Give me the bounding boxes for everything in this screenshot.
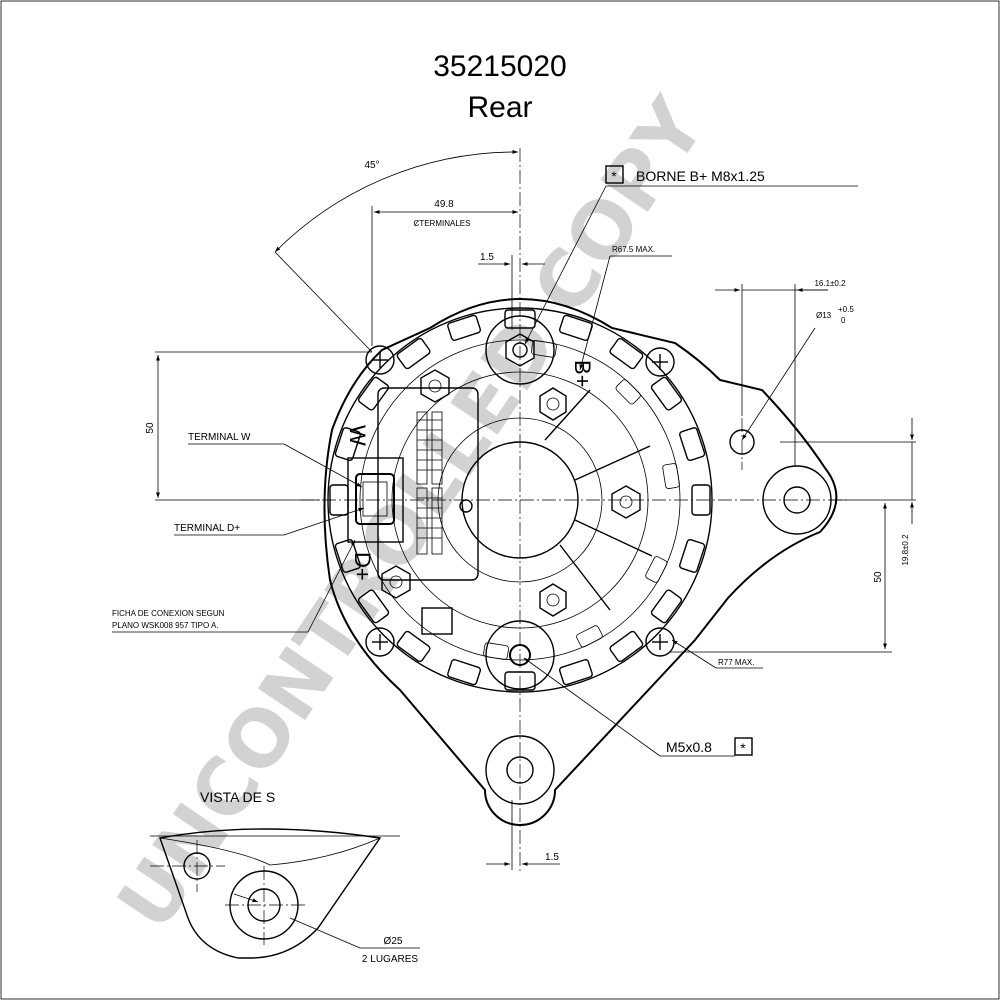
mounting-screw-top-right (645, 347, 675, 377)
heat-sink-fins (416, 411, 443, 555)
fan-ring (391, 371, 649, 629)
vent-slots (329, 309, 711, 691)
hole-dia-value: Ø13 (816, 311, 832, 320)
connector-housing (347, 457, 404, 543)
housing-outline (323, 298, 838, 826)
mounting-screw-top-left (365, 345, 395, 375)
terminal-d-label: TERMINAL D+ (174, 523, 240, 534)
terminal-w-leader (283, 443, 363, 488)
hole-dia-leader (741, 327, 816, 441)
mounting-lug-bottom (485, 735, 555, 805)
view-title: Rear (467, 91, 532, 124)
ficha-line1: FICHA DE CONEXION SEGUN (112, 609, 225, 618)
b-plus-marking: B+ (570, 360, 595, 388)
height-right-value: 50 (873, 571, 884, 583)
view-s-label: VISTA DE S (200, 789, 275, 805)
b-plus-nut (505, 333, 535, 367)
inner-ring (359, 339, 681, 661)
b-plus-terminal (485, 315, 555, 385)
d-plus-marking: D+ (350, 552, 375, 581)
regulator-block (377, 387, 479, 581)
hex-nut-lower (381, 565, 411, 599)
angle-dimension-arc (274, 150, 519, 253)
view-s-detail (150, 828, 420, 959)
offset-top-value: 1.5 (480, 252, 494, 263)
angle-leader (274, 251, 373, 353)
lug-count-value: 2 LUGARES (362, 954, 418, 965)
height-left-value: 50 (145, 422, 156, 434)
offset-bottom-value: 1.5 (545, 852, 559, 863)
fan-spokes (544, 389, 653, 611)
angle-value: 45° (364, 160, 379, 171)
small-hole (459, 499, 473, 513)
radius-bottom-value: R77 MAX. (718, 658, 754, 667)
bearing-hub (461, 441, 579, 559)
borne-critical-mark: * (611, 168, 617, 184)
offset-right-value: 16.1±0.2 (814, 279, 846, 288)
hex-nut-right (611, 485, 641, 519)
borne-critical-box (605, 165, 624, 184)
terminal-w-label: TERMINAL W (188, 432, 251, 443)
m5-terminal-boss (485, 620, 555, 690)
connector-plug (355, 473, 395, 525)
part-number: 35215020 (433, 50, 566, 83)
connector-pins (362, 481, 388, 517)
m5-critical-box (734, 737, 753, 756)
ficha-leader (307, 539, 356, 633)
hex-nut-upper (420, 369, 450, 403)
m5-critical-mark: * (740, 740, 746, 756)
m5-label: M5x0.8 (666, 739, 712, 755)
housing-ring (327, 307, 713, 693)
borne-label: BORNE B+ M8x1.25 (636, 168, 765, 184)
w-marking: W (345, 425, 370, 446)
m5-leader (523, 657, 661, 757)
hex-nut-lower-right (539, 583, 567, 617)
mounting-screw-bottom-left (365, 627, 395, 657)
terminal-d-leader (283, 507, 365, 536)
lug-dia-value: Ø25 (384, 936, 403, 947)
ficha-line2: PLANO WSK008 957 TIPO A. (112, 621, 219, 630)
radius-top-leader (579, 255, 611, 371)
hole-tol-lower: 0 (841, 316, 846, 325)
hub-ring (437, 417, 603, 583)
radius-top-value: R67.5 MAX. (612, 245, 655, 254)
hex-nut-b-plus (539, 387, 567, 421)
b-plus-stud (512, 342, 528, 358)
width-terminals-value: 49.8 (434, 199, 454, 210)
hole-tol-upper: +0.5 (838, 305, 854, 314)
radius-bottom-leader (671, 639, 717, 669)
alternator-body (323, 298, 838, 826)
m5-terminal-hole (509, 644, 531, 666)
terminals-center-label: ȻTERMINALES (414, 219, 471, 228)
height-right-small-value: 19.8±0.2 (901, 534, 910, 566)
square-boss (421, 607, 453, 635)
